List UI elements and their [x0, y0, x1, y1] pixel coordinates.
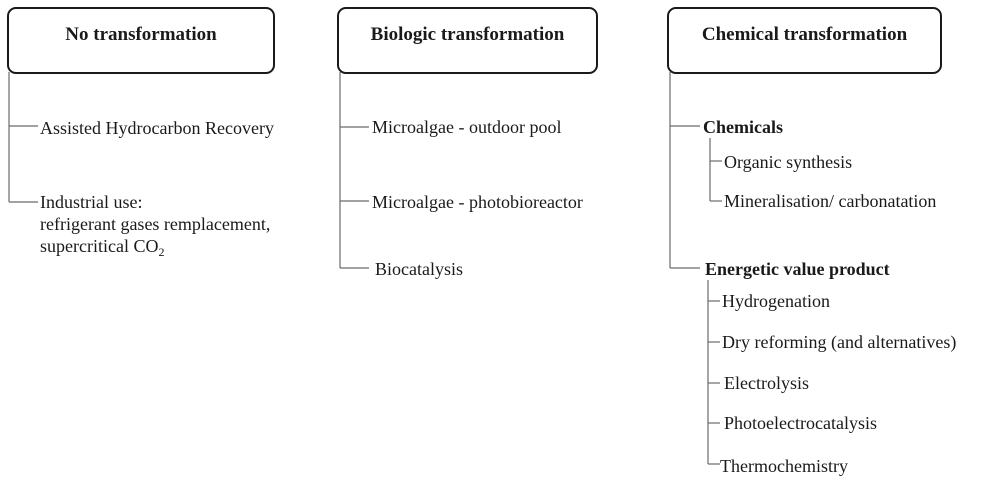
item-industrial-use: Industrial use: refrigerant gases rempla… — [40, 191, 271, 259]
item-industrial-use-line-3: supercritical CO2 — [40, 235, 270, 259]
co2-text: supercritical CO — [40, 236, 159, 256]
item-microalgae-photobioreactor: Microalgae - photobioreactor — [372, 192, 583, 212]
item-biocatalysis: Biocatalysis — [375, 259, 463, 279]
item-microalgae-outdoor-pool: Microalgae - outdoor pool — [372, 117, 562, 137]
item-industrial-use-line-1: Industrial use: — [40, 192, 143, 212]
item-thermochemistry: Thermochemistry — [720, 456, 848, 476]
item-photoelectrocatalysis: Photoelectrocatalysis — [724, 413, 877, 433]
item-dry-reforming: Dry reforming (and alternatives) — [722, 332, 957, 352]
group-energetic-value-product: Energetic value product — [705, 259, 890, 279]
item-industrial-use-line-2: refrigerant gases remplacement, — [40, 214, 271, 234]
co2-subscript: 2 — [158, 245, 165, 259]
item-organic-synthesis: Organic synthesis — [724, 152, 853, 172]
header-chemical-transformation: Chemical transformation — [667, 7, 942, 74]
item-hydrogenation: Hydrogenation — [722, 291, 830, 311]
item-mineralisation-carbonatation: Mineralisation/ carbonatation — [724, 191, 937, 211]
header-chemical-transformation-label: Chemical transformation — [701, 23, 908, 45]
header-no-transformation-label: No transformation — [65, 23, 217, 45]
header-biologic-transformation: Biologic transformation — [337, 7, 598, 74]
item-assisted-hydrocarbon-recovery: Assisted Hydrocarbon Recovery — [40, 118, 274, 138]
item-electrolysis: Electrolysis — [724, 373, 809, 393]
header-no-transformation: No transformation — [7, 7, 275, 74]
group-chemicals: Chemicals — [703, 117, 783, 137]
header-biologic-transformation-label: Biologic transformation — [370, 23, 565, 45]
